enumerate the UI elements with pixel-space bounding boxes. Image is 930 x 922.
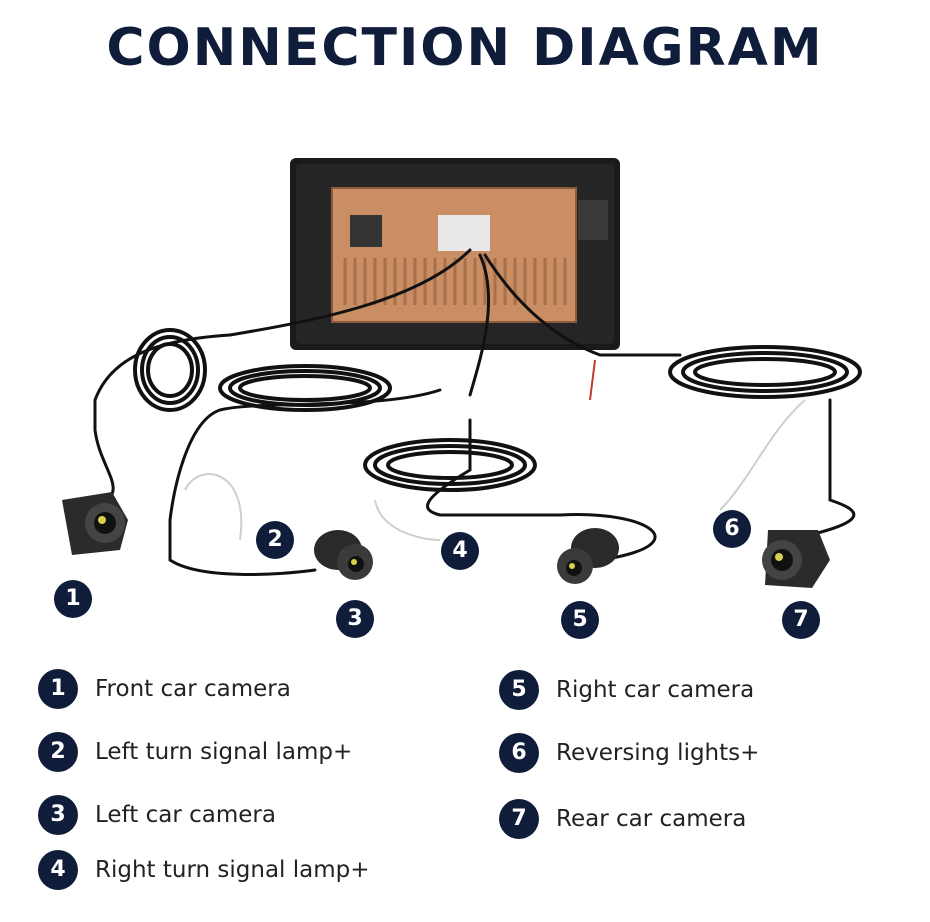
legend-number: 1 xyxy=(38,669,78,709)
legend-label: Front car camera xyxy=(95,676,291,702)
legend-label: Right car camera xyxy=(556,677,755,703)
legend-number: 6 xyxy=(499,733,539,773)
legend-number: 3 xyxy=(38,795,78,835)
head-unit xyxy=(290,158,620,350)
legend-label: Left car camera xyxy=(95,802,276,828)
badge-7: 7 xyxy=(782,601,820,639)
legend-label: Rear car camera xyxy=(556,806,747,832)
legend-item-6: 6 Reversing lights+ xyxy=(499,733,759,773)
badge-2: 2 xyxy=(256,521,294,559)
connection-diagram xyxy=(62,158,862,588)
legend-item-7: 7 Rear car camera xyxy=(499,799,746,839)
legend-item-4: 4 Right turn signal lamp+ xyxy=(38,850,370,890)
badge-3: 3 xyxy=(336,600,374,638)
camera-right xyxy=(557,528,619,584)
badge-6: 6 xyxy=(713,510,751,548)
legend-number: 7 xyxy=(499,799,539,839)
legend-item-1: 1 Front car camera xyxy=(38,669,291,709)
badge-5: 5 xyxy=(561,601,599,639)
legend-item-3: 3 Left car camera xyxy=(38,795,276,835)
camera-rear xyxy=(762,530,830,588)
legend-number: 5 xyxy=(499,670,539,710)
legend-item-5: 5 Right car camera xyxy=(499,670,754,710)
legend-item-2: 2 Left turn signal lamp+ xyxy=(38,732,352,772)
legend-number: 2 xyxy=(38,732,78,772)
legend-label: Right turn signal lamp+ xyxy=(95,857,370,883)
signal-wires xyxy=(184,359,806,541)
badge-4: 4 xyxy=(441,532,479,570)
badge-1: 1 xyxy=(54,580,92,618)
legend-number: 4 xyxy=(38,850,78,890)
cable-coils xyxy=(133,328,862,492)
legend-label: Left turn signal lamp+ xyxy=(95,739,353,765)
camera-front xyxy=(62,492,128,555)
camera-left xyxy=(314,530,373,580)
legend-label: Reversing lights+ xyxy=(556,740,760,766)
page-title: CONNECTION DIAGRAM xyxy=(106,18,824,78)
